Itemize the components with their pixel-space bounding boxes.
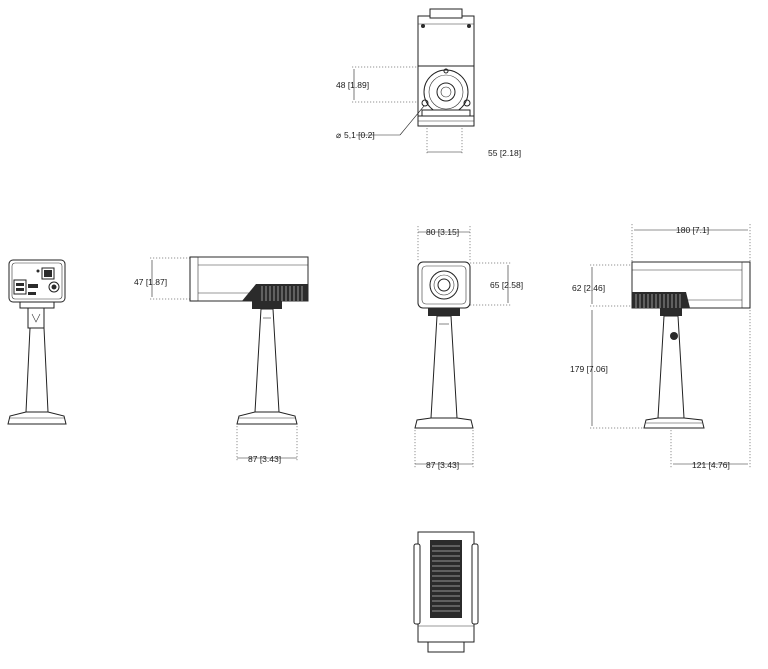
side-view: 47 [1.87] 87 [3.43] (134, 256, 309, 464)
dim-base-front: 87 [3.43] (426, 460, 459, 470)
front-view: 80 [3.15] 65 [2.58] 87 [3.43] (414, 226, 523, 470)
dim-depth: 121 [4.76] (692, 460, 730, 470)
top-view: 48 [1.89] ⌀ 5,1 [0.2] 55 [2.18] (336, 8, 521, 158)
rear-view (7, 259, 67, 425)
dim-front-height: 65 [2.58] (490, 280, 523, 290)
dim-mount-spacing: 48 [1.89] (336, 80, 369, 90)
dim-back-width: 55 [2.18] (488, 148, 521, 158)
right-side-view: 180 [7.1] 62 [2.46] 179 [7.06] 121 [4.76… (570, 224, 751, 470)
dim-base-side: 87 [3.43] (248, 454, 281, 464)
bottom-view (413, 531, 479, 653)
dim-length: 180 [7.1] (676, 225, 709, 235)
dim-side-height: 47 [1.87] (134, 277, 167, 287)
dim-total-height: 179 [7.06] (570, 364, 608, 374)
dim-hole-diameter: 5,1 [0.2] (344, 130, 375, 140)
dim-body-height: 62 [2.46] (572, 283, 605, 293)
dim-front-width: 80 [3.15] (426, 227, 459, 237)
diameter-symbol: ⌀ (336, 130, 342, 140)
